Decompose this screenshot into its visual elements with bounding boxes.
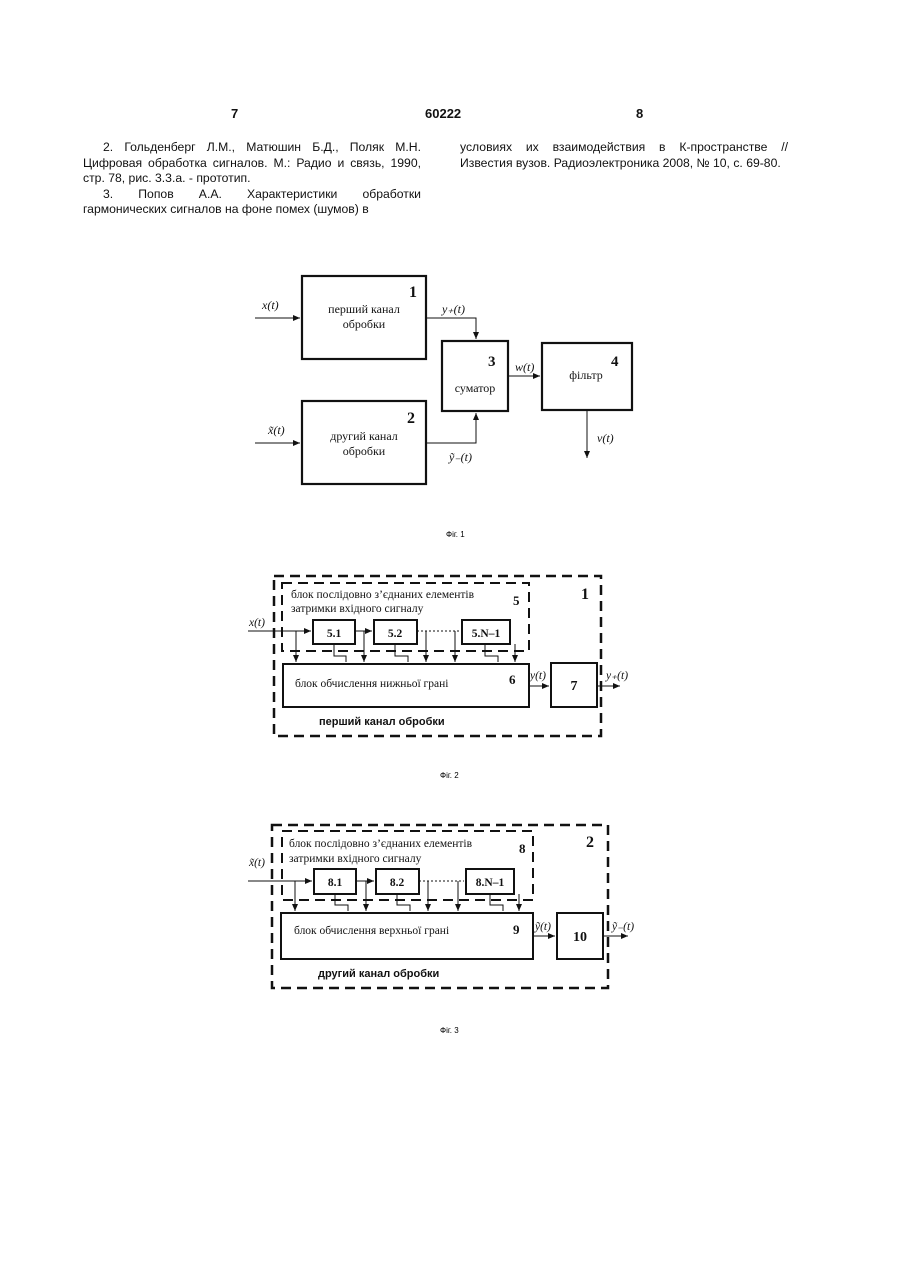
fig3-outer-number: 2 (586, 834, 594, 851)
fig2-cell-1-label: 5.1 (327, 628, 342, 640)
fig1-block4-label: фільтр (569, 368, 603, 382)
fig2-output: y₊(t) (605, 670, 628, 682)
fig3-calc-label: блок обчислення верхньої грані (294, 925, 449, 937)
fig1-block2-line2: обробки (343, 444, 386, 458)
fig2-cell-n-label: 5.N–1 (472, 628, 501, 640)
fig1-block1-line1: перший канал (328, 302, 400, 316)
fig3-channel-label: другий канал обробки (318, 968, 439, 980)
fig3-cell-2-label: 8.2 (390, 877, 405, 889)
fig2-cell-2-label: 5.2 (388, 628, 403, 640)
fig1-signal-y-plus: y₊(t) (441, 302, 465, 316)
fig2-calc-label: блок обчислення нижньої грані (295, 678, 448, 690)
fig3-block-10-label: 10 (573, 930, 587, 945)
fig2-signal-y: y(t) (529, 670, 546, 682)
fig1-input-x: x(t) (261, 298, 279, 312)
fig1-block3-label: суматор (455, 381, 496, 395)
fig1-signal-w: w(t) (515, 360, 534, 374)
fig3-output: ỹ₋(t) (611, 921, 634, 933)
fig1-caption: Фіг. 1 (446, 530, 465, 539)
fig2-delay-label-line1: блок послідовно з’єднаних елементів (291, 589, 475, 601)
fig3-delay-number: 8 (519, 841, 526, 856)
figure-2-diagram: 1 блок послідовно з’єднаних елементів за… (0, 560, 901, 800)
fig3-input: x̃(t) (248, 857, 265, 869)
fig3-calc-number: 9 (513, 922, 520, 937)
fig2-caption: Фіг. 2 (440, 771, 459, 780)
fig2-delay-label-line2: затримки вхідного сигналу (291, 603, 424, 615)
fig1-signal-y-minus: ỹ₋(t) (448, 450, 472, 464)
fig1-block4-number: 4 (611, 354, 619, 370)
fig3-delay-label-line1: блок послідовно з’єднаних елементів (289, 838, 473, 850)
fig1-input-x-tilde: x̃(t) (267, 423, 285, 437)
fig1-block2-number: 2 (407, 410, 415, 427)
fig3-cell-n-label: 8.N–1 (476, 877, 505, 889)
fig2-outer-number: 1 (581, 586, 589, 603)
fig1-block1-line2: обробки (343, 317, 386, 331)
fig2-delay-number: 5 (513, 593, 520, 608)
fig1-block3-number: 3 (488, 354, 496, 370)
fig3-cell-1-label: 8.1 (328, 877, 343, 889)
fig3-caption: Фіг. 3 (440, 1026, 459, 1035)
fig3-signal-y: ỹ(t) (534, 921, 551, 933)
figure-3-diagram: 2 блок послідовно з’єднаних елементів за… (0, 815, 901, 1045)
fig1-signal-v: v(t) (597, 431, 614, 445)
fig2-calc-number: 6 (509, 672, 516, 687)
block-adder (442, 341, 508, 411)
fig1-block1-number: 1 (409, 284, 417, 301)
fig2-channel-label: перший канал обробки (319, 716, 445, 728)
fig1-block2-line1: другий канал (330, 429, 398, 443)
figure-1-diagram: x(t) x̃(t) 1 перший канал обробки 2 друг… (0, 0, 901, 560)
fig2-block-7-label: 7 (571, 679, 578, 694)
fig2-input: x(t) (248, 617, 265, 629)
fig3-delay-label-line2: затримки вхідного сигналу (289, 853, 422, 865)
